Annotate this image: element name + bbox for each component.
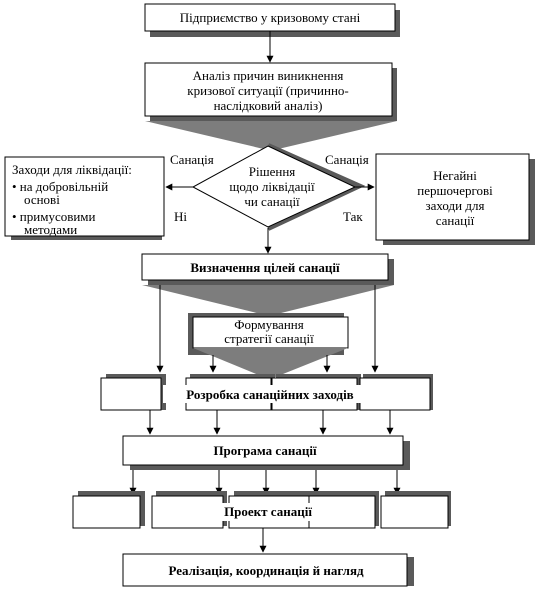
liquidation-line-4: • примусовими	[12, 209, 96, 224]
program-node: Програма санації	[122, 435, 410, 470]
urgent-node: Негайні першочергові заходи для санації	[375, 153, 535, 245]
decision-line-1: Рішення	[249, 164, 296, 179]
analysis-line-1: Аналіз причин виникнення	[193, 68, 344, 83]
implementation-text: Реалізація, координація й нагляд	[168, 563, 364, 578]
label-right-bottom: Так	[343, 209, 363, 224]
implementation-node: Реалізація, координація й нагляд	[122, 553, 414, 587]
analysis-line-2: кризової ситуації (причинно-	[187, 83, 349, 98]
measures-node: Розробка санаційних заходів	[100, 374, 433, 411]
funnel-strategy	[193, 348, 348, 378]
decision-line-3: чи санації	[244, 194, 300, 209]
project-node: Проект санації	[72, 491, 451, 529]
enterprise-node: Підприємство у кризовому стані	[144, 3, 400, 37]
goals-node: Визначення цілей санації	[141, 253, 394, 285]
funnel-analysis	[145, 121, 397, 150]
funnel-goals	[142, 285, 394, 315]
urgent-line-2: першочергові	[417, 183, 493, 198]
program-text: Програма санації	[213, 443, 317, 458]
label-right-top: Санація	[325, 152, 369, 167]
label-left-bottom: Ні	[174, 209, 187, 224]
enterprise-text: Підприємство у кризовому стані	[180, 10, 361, 25]
analysis-line-3: наслідковий аналіз)	[214, 98, 323, 113]
analysis-node: Аналіз причин виникнення кризової ситуац…	[144, 62, 397, 121]
liquidation-line-1: Заходи для ліквідації:	[12, 162, 132, 177]
decision-node: Рішення щодо ліквідації чи санації	[191, 143, 366, 231]
project-text: Проект санації	[224, 504, 312, 519]
measures-text: Розробка санаційних заходів	[186, 387, 353, 402]
label-left-top: Санація	[170, 152, 214, 167]
urgent-line-1: Негайні	[433, 168, 477, 183]
urgent-line-4: санації	[436, 213, 475, 228]
liquidation-line-2: • на добровільній	[12, 179, 108, 194]
goals-text: Визначення цілей санації	[190, 260, 340, 275]
strategy-line-2: стратегії санації	[224, 331, 314, 346]
liquidation-line-5: методами	[24, 222, 77, 237]
liquidation-node: Заходи для ліквідації: • на добровільній…	[4, 156, 165, 240]
liquidation-line-3: основі	[24, 192, 60, 207]
decision-line-2: щодо ліквідації	[229, 179, 315, 194]
urgent-line-3: заходи для	[426, 198, 485, 213]
strategy-line-1: Формування	[234, 317, 303, 332]
